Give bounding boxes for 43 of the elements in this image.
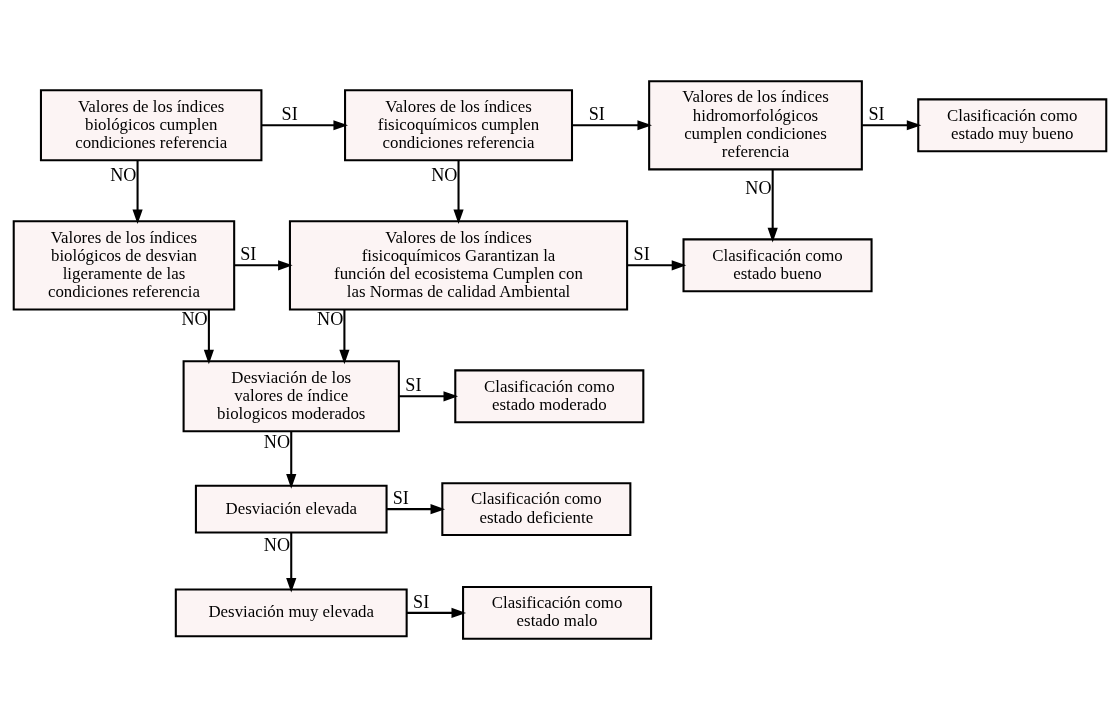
arrow (286, 532, 297, 593)
node-box: Clasificación como estado moderado (454, 368, 645, 423)
arrow (399, 390, 459, 401)
edge-label: NO (263, 534, 291, 555)
edge-label: SI (392, 487, 409, 508)
arrow (627, 259, 687, 270)
node-box: Clasificación como estado bueno (682, 237, 873, 292)
node-box: Valores de los índices biológicos de desvian ligeramente de las condiciones referencia (12, 219, 236, 310)
arrow (339, 309, 350, 364)
edge-label: NO (431, 164, 458, 185)
edge-label: SI (588, 103, 605, 124)
node-box: Desviación de los valores de índice biologicos moderados (182, 359, 400, 432)
edge-label: SI (413, 591, 430, 612)
arrow (261, 119, 348, 130)
node-box: Clasificación como estado deficiente (441, 481, 632, 536)
arrow (203, 309, 214, 364)
edge-label: SI (633, 243, 650, 264)
node-box: Clasificación como estado malo (462, 585, 653, 640)
arrow (453, 160, 464, 224)
edge-label: SI (281, 103, 298, 124)
edge-label: NO (745, 177, 772, 198)
edge-label: NO (317, 308, 344, 329)
arrow (132, 160, 143, 224)
edge-label: NO (263, 431, 291, 452)
arrow (286, 430, 297, 489)
edge-label: NO (110, 164, 137, 185)
edge-label: SI (868, 103, 885, 124)
arrow (572, 119, 652, 130)
arrow (234, 259, 293, 270)
node-box: Valores de los índices hidromorfológicos cumplen condiciones referencia (648, 79, 863, 170)
edge-label: NO (181, 308, 208, 329)
node-box: Valores de los índices biológicos cumplen condiciones referencia (39, 88, 263, 161)
arrow (406, 607, 467, 618)
arrow (386, 503, 446, 514)
edge-label: SI (240, 243, 257, 264)
edge-label: SI (405, 374, 422, 395)
node-box: Desviación muy elevada (174, 588, 408, 637)
arrow (862, 119, 922, 130)
node-box: Valores de los índices fisicoquímicos Garantizan la función del ecosistema Cumplen con las Normas de calidad Ambiental (288, 219, 629, 310)
node-box: Clasificación como estado muy bueno (917, 97, 1108, 152)
node-box: Desviación elevada (194, 484, 388, 533)
arrow (767, 169, 778, 242)
node-box: Valores de los índices fisicoquímicos cumplen condiciones referencia (344, 88, 574, 161)
